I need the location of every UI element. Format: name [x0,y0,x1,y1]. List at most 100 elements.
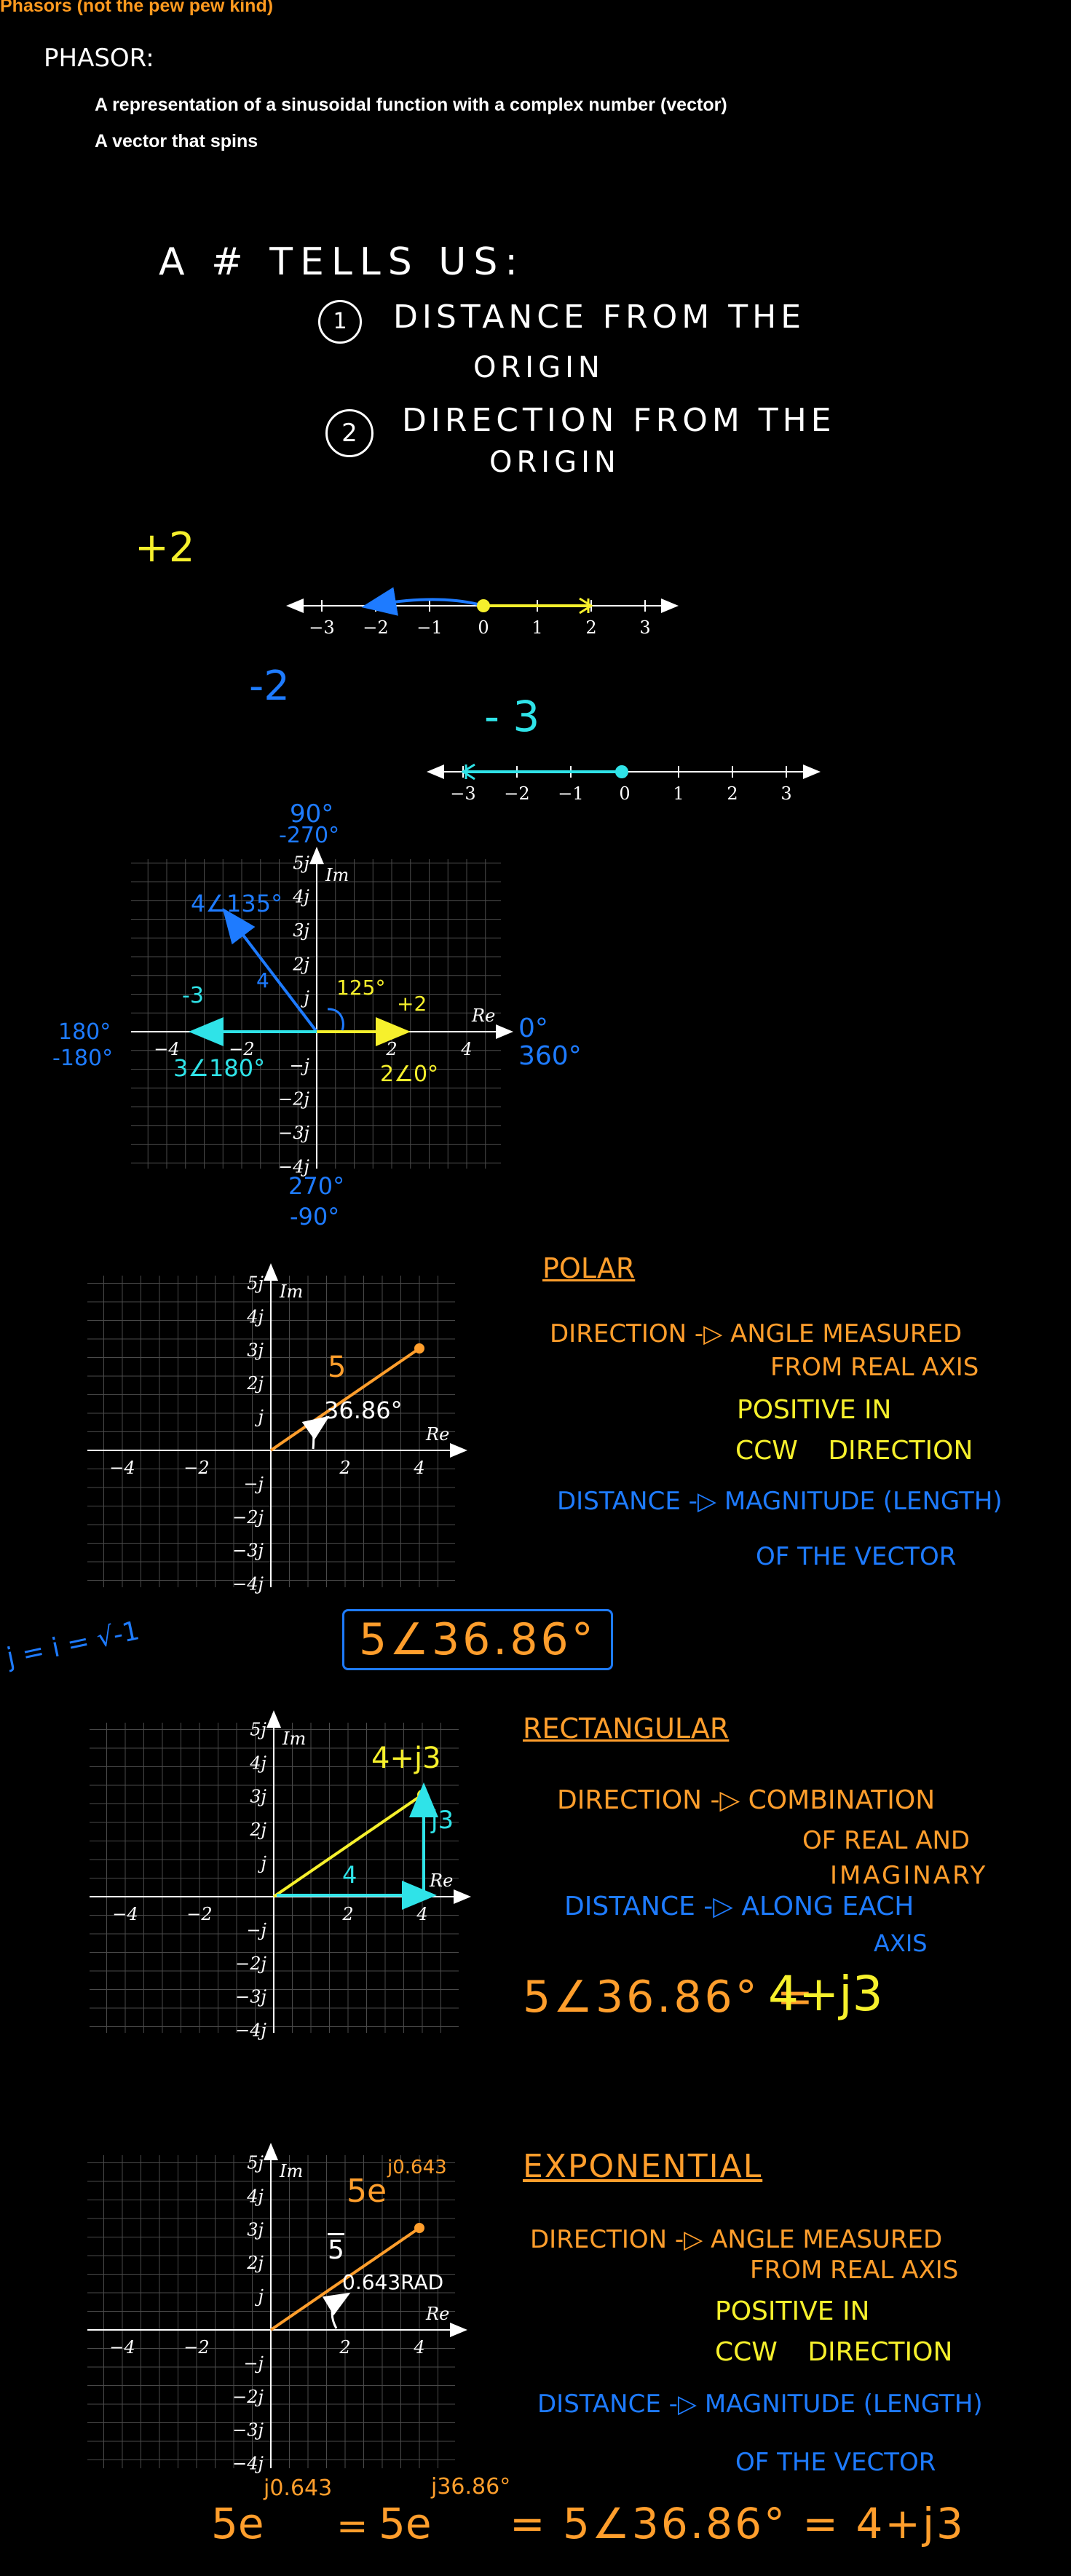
y-tick-label: 5j [293,853,309,873]
x-tick-label: −4 [109,1458,135,1478]
y-tick-label: −4j [232,2454,264,2474]
nl1-tick: −3 [309,617,334,638]
y-tick-label: j [301,988,310,1008]
y-tick-label: 5j [247,1273,264,1294]
vector-exp [269,2227,421,2331]
rect-dir-line1: DIRECTION -▷ COMBINATION [557,1785,936,1815]
nl1-tick: 3 [639,617,650,638]
rect-dir-line2: OF REAL AND [802,1826,971,1855]
x-tick-label: 2 [341,1904,353,1924]
vector-blue-label: 4∠135° [191,890,283,917]
nl1-tick: −1 [416,617,442,638]
y-tick-label: 4j [246,2186,264,2206]
y-tick-label: 4j [249,1753,266,1773]
plane2-magnitude: 5 [328,1351,347,1384]
nl2-tick: 3 [780,783,791,804]
exponential-heading: EXPONENTIAL [523,2148,763,2185]
origin-dot-yellow [477,599,490,612]
vector-tip-dot [414,2223,424,2233]
vector-tip-dot [414,1343,424,1354]
y-tick-label: −4j [235,2020,266,2041]
y-tick-label: 2j [249,1820,266,1840]
ann-180: 180° [58,1019,111,1045]
y-tick-label: −2j [235,1953,266,1974]
vector-4-135 [222,907,318,1033]
plus-two-label: +2 [135,524,195,572]
re-axis-label: Re [425,1424,449,1445]
ann-minus-90: -90° [290,1203,340,1230]
polar-heading: POLAR [542,1252,636,1284]
re-axis-label: Re [429,1870,453,1891]
final-b-base: 5e [379,2499,432,2548]
x-tick-label: −2 [183,1458,209,1478]
definition-1: A representation of a sinusoidal functio… [95,95,727,115]
y-tick-label: 4j [292,887,309,907]
x-tick-label: 4 [416,1904,427,1924]
plane3-vectors [272,1782,438,1910]
rect-equation-right: 4+j3 [768,1966,883,2022]
minus-two-label: -2 [249,663,290,710]
y-tick-label: −3j [232,2420,264,2441]
nl1-tick: 1 [531,617,542,638]
y-tick-label: j [258,1853,267,1873]
y-tick-label: j [255,1407,264,1427]
y-tick-label: −2j [278,1089,309,1110]
nl1-tick: 2 [585,617,596,638]
y-tick-label: −3j [235,1987,266,2007]
item2-line1: DIRECTION FROM THE [402,402,836,439]
item2-line2: ORIGIN [489,446,620,479]
final-rest: = 5∠36.86° = 4+j3 [510,2499,965,2548]
origin-dot-cyan [615,765,628,778]
x-tick-label: −4 [109,2337,135,2358]
y-tick-label: 3j [247,2219,264,2240]
vector-blue-magnitude: 4 [256,968,269,992]
rect-dist-line1: DISTANCE -▷ ALONG EACH [564,1892,914,1921]
polar-dist-line1: DISTANCE -▷ MAGNITUDE (LENGTH) [557,1487,1003,1516]
rect-equation-left: 5∠36.86° = [523,1972,817,2023]
plane3-real-length: 4 [342,1861,357,1889]
tells-us-heading: A # TELLS US: [159,240,525,284]
plane4-angle: 0.643RAD [342,2270,444,2294]
polar-dir-line3: POSITIVE IN [737,1395,892,1425]
nl2-tick: −1 [558,783,583,804]
polar-2-0: 2∠0° [380,1062,439,1087]
item1-line2: ORIGIN [473,351,604,384]
y-tick-label: 2j [246,1373,264,1394]
number-line-1: −3 −2 −1 0 1 2 3 [286,587,679,638]
expo-dist-line1: DISTANCE -▷ MAGNITUDE (LENGTH) [537,2390,983,2419]
nl2-tick: 2 [727,783,738,804]
plane4-expo-base: 5e [347,2173,387,2210]
x-tick-label: 2 [339,2337,350,2358]
y-tick-label: −2j [232,2387,264,2407]
phasor-heading: PHASOR: [44,44,154,73]
x-tick-label: −2 [186,1904,212,1924]
polar-dir-line4: CCW DIRECTION [735,1436,973,1466]
x-tick-label: 4 [460,1039,472,1059]
angle-arc-rad [322,2292,351,2329]
re-axis-label: Re [471,1005,495,1026]
polar-boxed-result: 5∠36.86° [342,1609,613,1670]
y-tick-label: 4j [246,1306,264,1327]
y-tick-label: j [255,2286,264,2307]
plane2-angle: 36.86° [324,1396,403,1424]
y-tick-label: 5j [247,2153,264,2173]
x-tick-label: 2 [339,1458,350,1478]
nl2-tick: 0 [619,783,630,804]
x-tick-label: 4 [413,2337,424,2358]
y-tick-label: −4j [278,1156,309,1177]
im-axis-label: Im [279,2161,303,2181]
item1-line1: DISTANCE FROM THE [393,299,805,336]
y-tick-label: 3j [250,1786,266,1806]
definition-2: A vector that spins [95,131,258,151]
final-a-base: 5e [211,2499,264,2548]
plus2-plane-label: +2 [397,992,427,1016]
expo-dir-line4: CCW DIRECTION [715,2337,953,2367]
polar-dist-line2: OF THE VECTOR [756,1542,957,1571]
nl1-tick: 0 [478,617,489,638]
y-tick-label: −j [243,2353,264,2374]
vector-tip-dot [417,1790,427,1800]
